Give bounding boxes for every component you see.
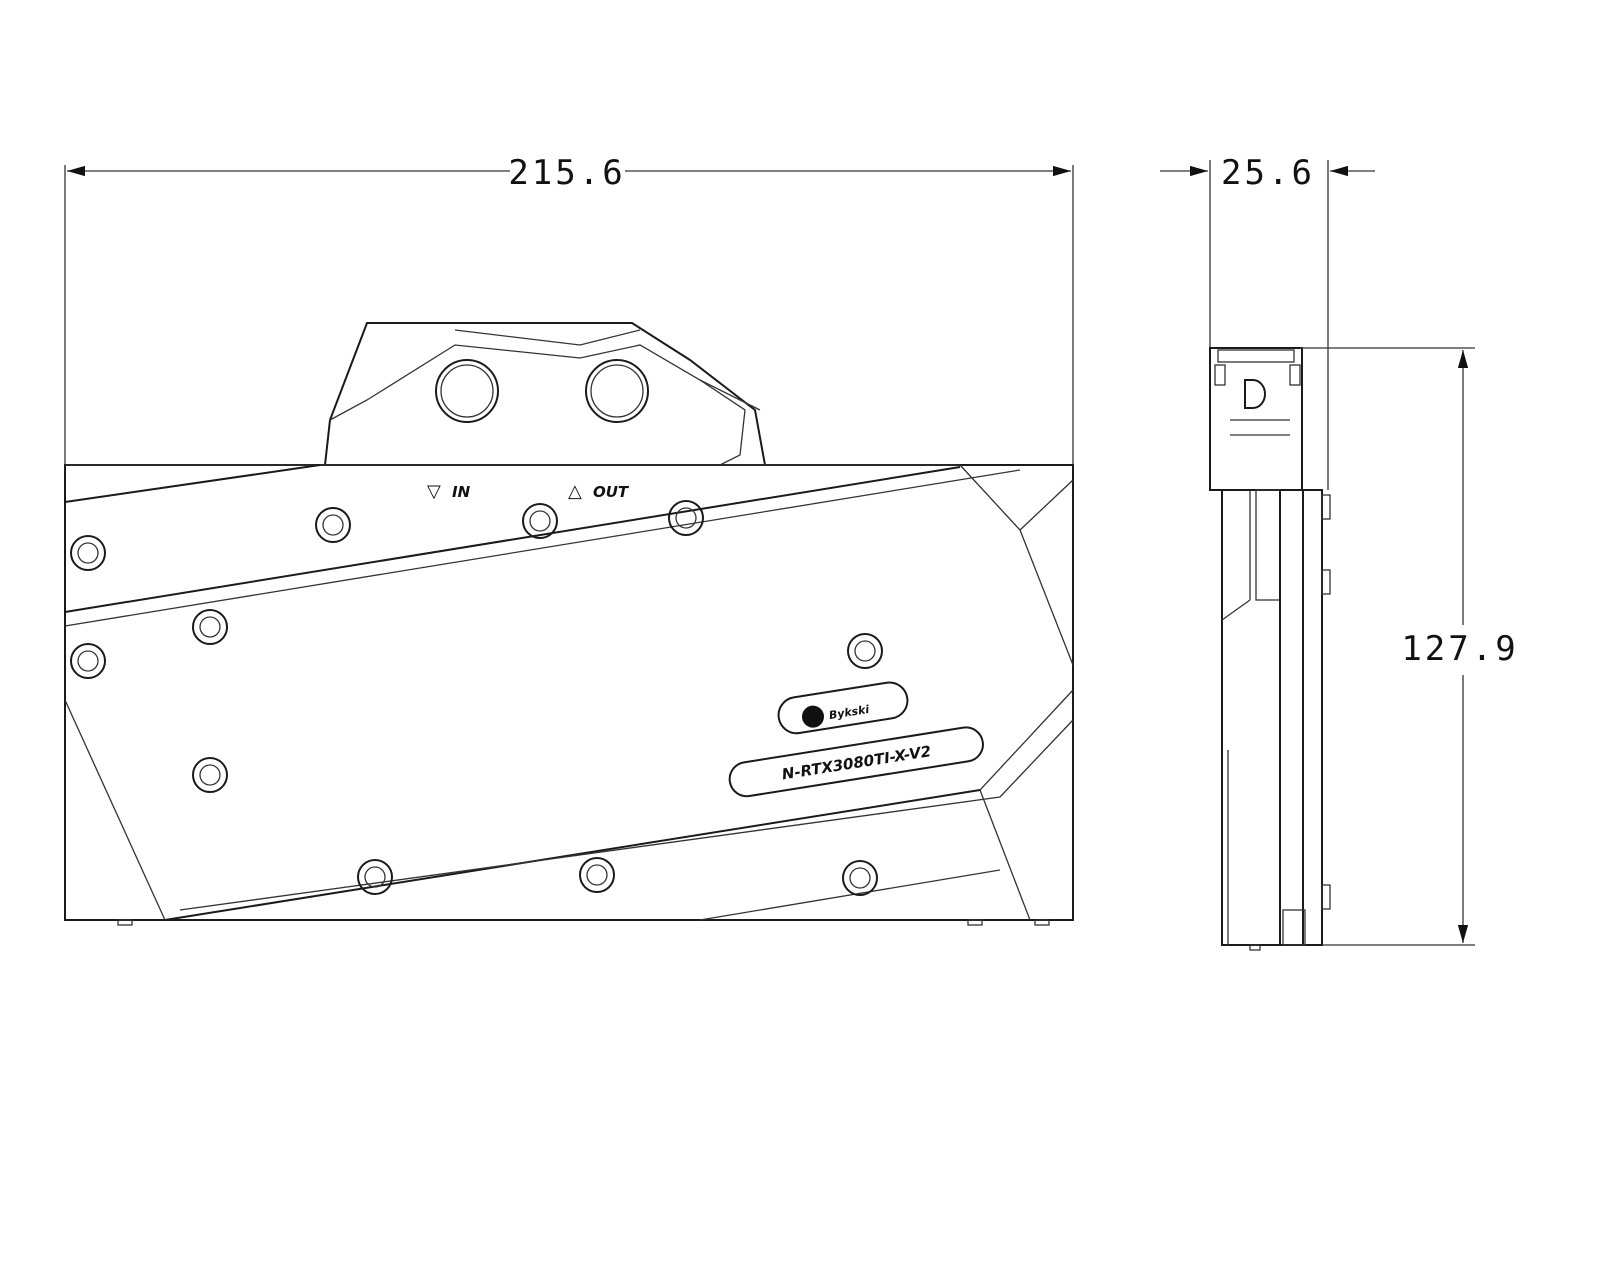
thickness-value: 25.6 [1221,153,1315,193]
inlet-arrow-icon: ▽ [427,481,441,502]
screw-icon [842,860,878,896]
screw-icon [315,507,351,543]
in-label: IN [452,483,471,501]
outlet-port [585,359,649,423]
width-value: 215.6 [508,153,625,193]
screw-icon [192,609,228,645]
screw-icon [668,500,704,536]
screws [70,500,883,896]
outlet-arrow-icon: △ [568,481,582,502]
screw-icon [70,643,106,679]
screw-icon [522,503,558,539]
screw-icon [70,535,106,571]
screw-icon [357,859,393,895]
model-badge: N-RTX3080TI-X-V2 [728,726,984,798]
screw-icon [579,857,615,893]
brand-badge: Bykski [777,681,909,735]
svg-text:N-RTX3080TI-X-V2: N-RTX3080TI-X-V2 [781,742,933,783]
out-label: OUT [593,483,630,501]
screw-icon [192,757,228,793]
bykski-logo-icon [801,705,824,728]
svg-text:Bykski: Bykski [828,703,870,722]
screw-icon [847,633,883,669]
height-value: 127.9 [1401,629,1518,669]
inlet-port [435,359,499,423]
front-view: ▽ IN △ OUT Bykski N-RTX3080TI-X-V2 [64,322,1074,926]
side-view: 25.6 127.9 [1160,153,1518,951]
width-dimension: 215.6 [64,153,1074,465]
